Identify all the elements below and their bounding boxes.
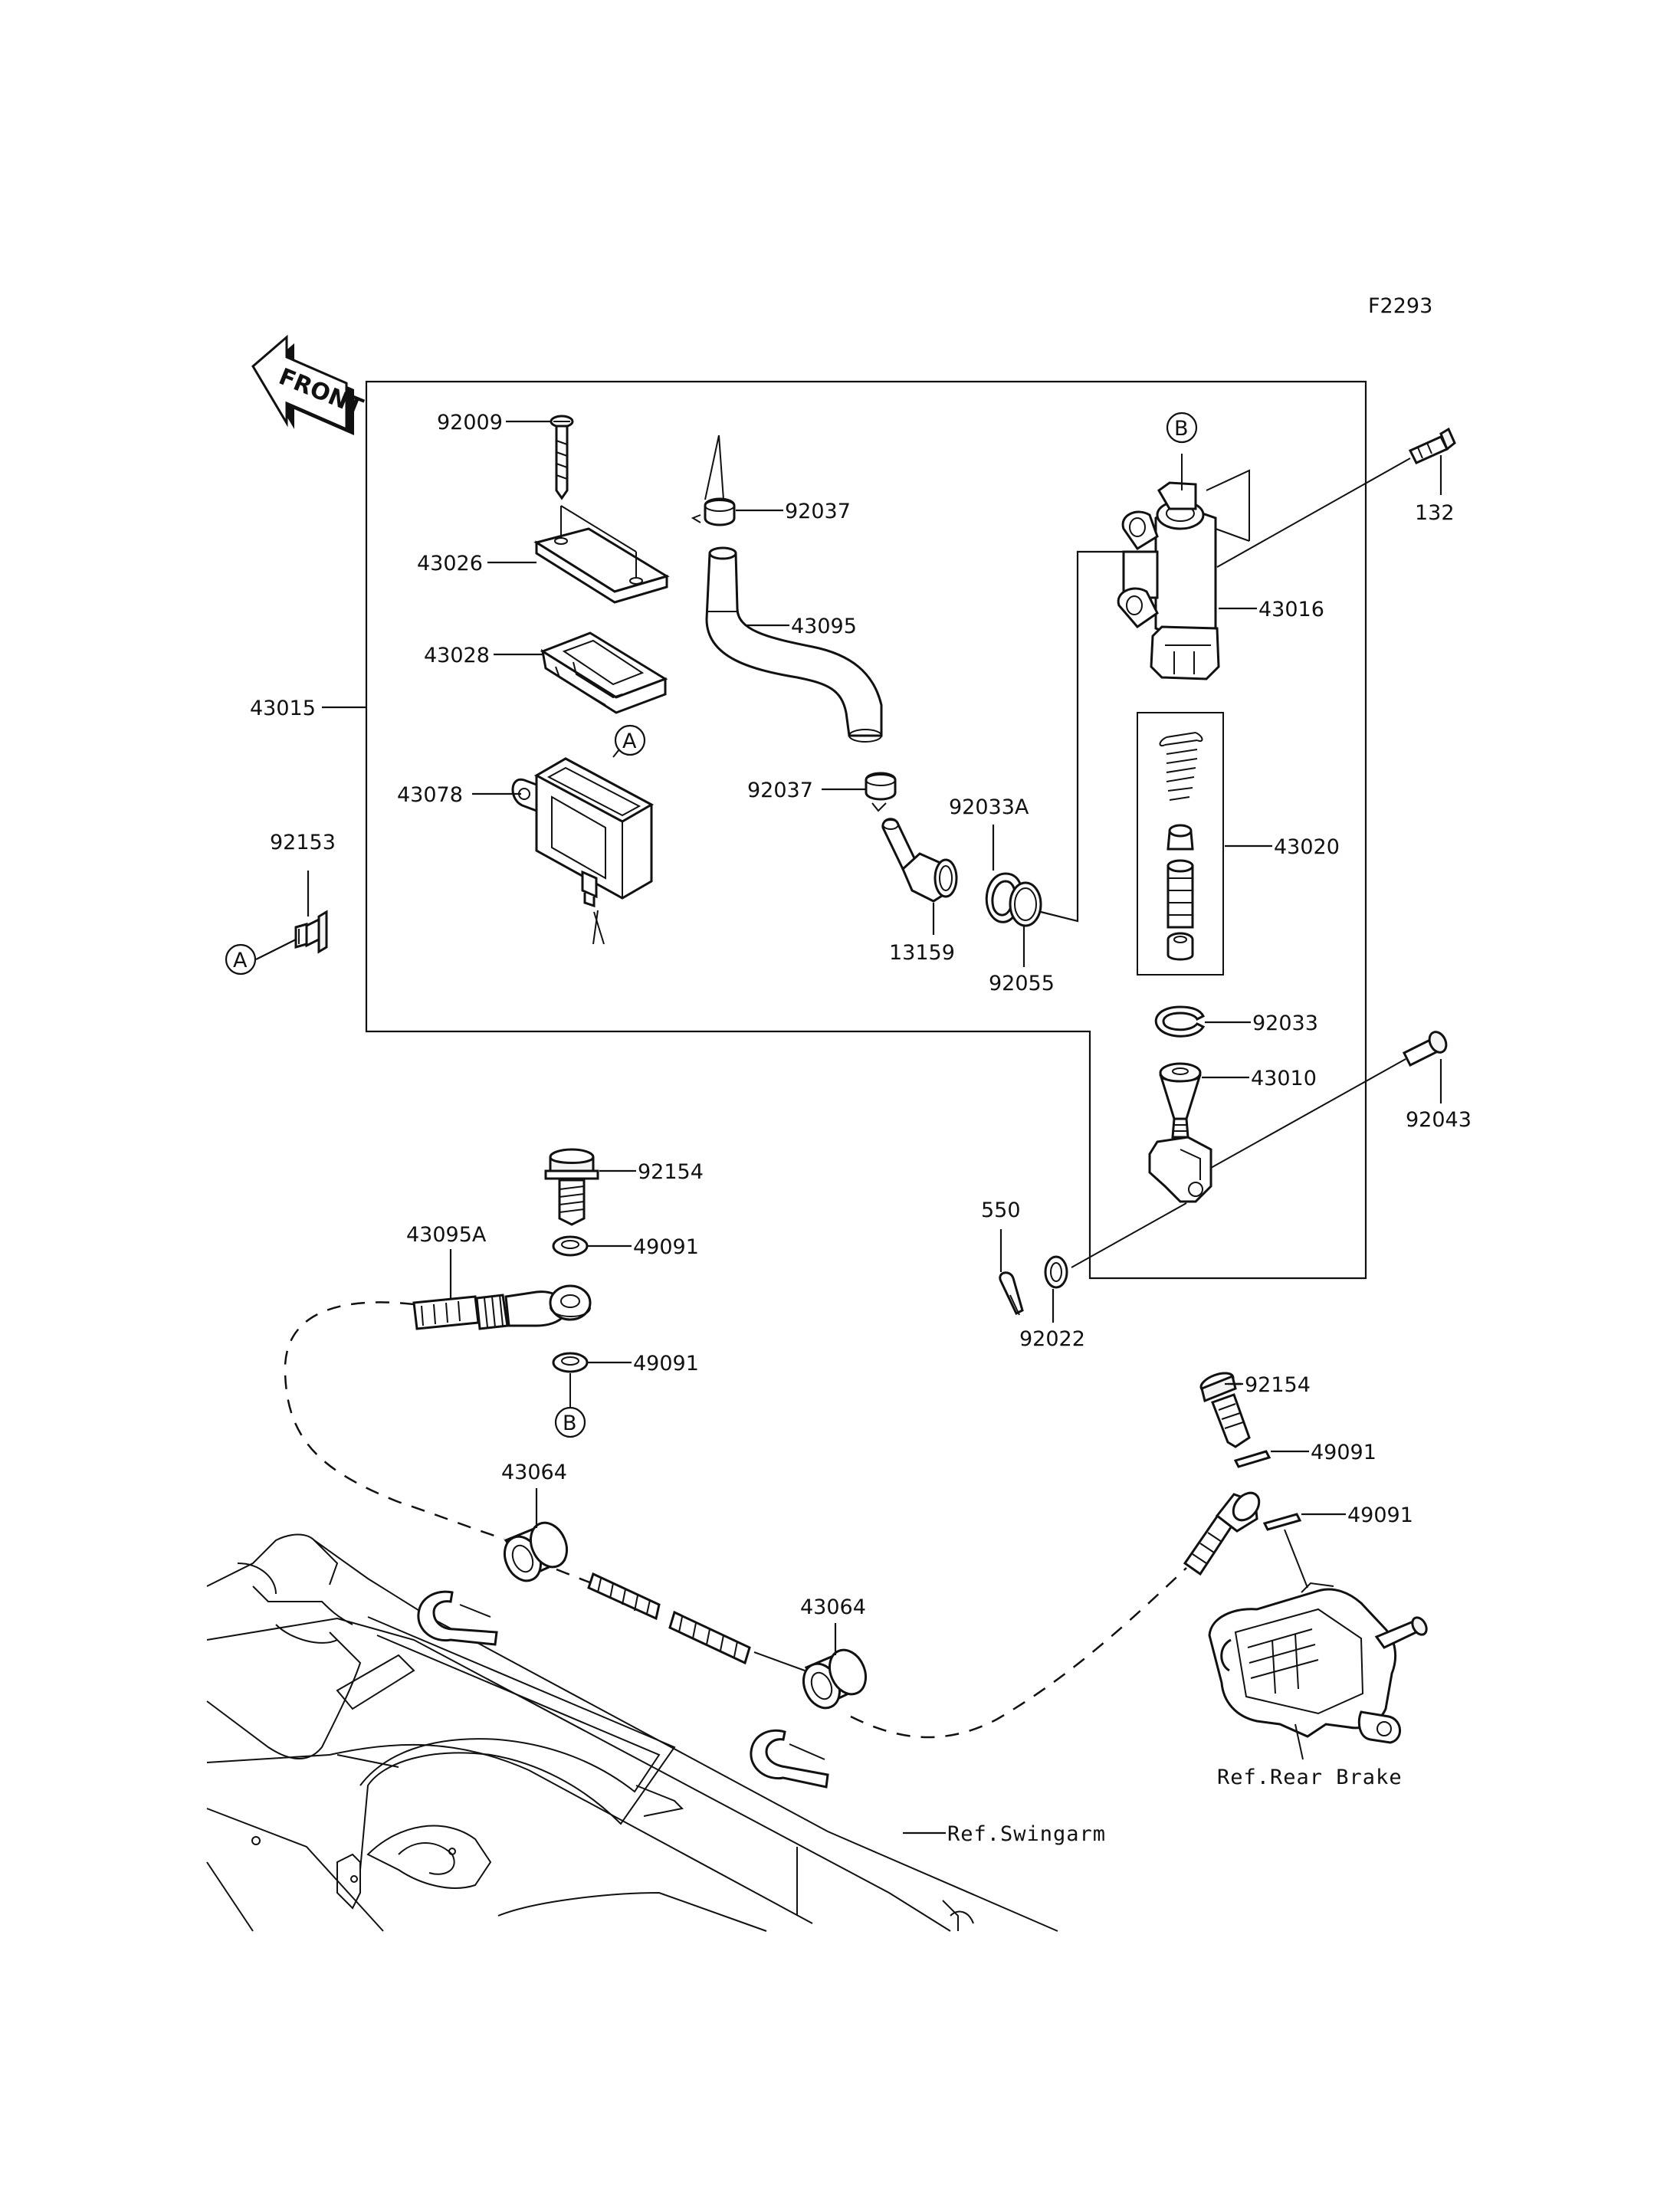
- part-label-550: 550: [981, 1199, 1021, 1222]
- hose-clamp-92037-top: [691, 497, 736, 526]
- part-label-49091-right1: 49091: [1311, 1441, 1376, 1464]
- master-cylinder-43016: [1117, 481, 1220, 680]
- cotter-pin-550: [999, 1271, 1024, 1316]
- part-label-92055: 92055: [989, 972, 1055, 995]
- callout-B-hose: B: [554, 1406, 586, 1438]
- svg-text:B: B: [563, 1412, 577, 1435]
- brake-hose-end-fitting: [1183, 1491, 1261, 1576]
- part-label-132: 132: [1415, 501, 1455, 525]
- part-label-43015: 43015: [250, 697, 316, 720]
- part-label-92037-bottom: 92037: [747, 779, 813, 802]
- washer-92022: [1044, 1255, 1068, 1289]
- screw-92009: [550, 415, 574, 500]
- ref-swingarm-label: Ref.Swingarm: [947, 1822, 1106, 1846]
- part-label-43026: 43026: [417, 552, 483, 575]
- reservoir-hose-43095: [705, 546, 883, 743]
- part-label-43064-left: 43064: [501, 1461, 567, 1484]
- washer-49091-right1: [1233, 1450, 1271, 1468]
- hose-fitting-13159: [881, 818, 958, 903]
- part-label-43078: 43078: [397, 783, 463, 807]
- hose-clip-left: [587, 1572, 661, 1621]
- banjo-bolt-92154-top: [544, 1148, 599, 1226]
- clevis-pin-92043: [1402, 1031, 1448, 1067]
- banjo-bolt-92154-right: [1199, 1372, 1251, 1448]
- part-label-43095: 43095: [791, 615, 857, 638]
- brake-hose-43095A: [412, 1284, 592, 1330]
- hose-clip-right: [668, 1610, 751, 1665]
- part-label-92009: 92009: [437, 411, 503, 434]
- piston-kit-box: [1137, 712, 1224, 976]
- part-label-92154-right: 92154: [1245, 1373, 1311, 1397]
- grommet-43064-left: [503, 1521, 569, 1582]
- hose-clamp-92037-bottom: [865, 772, 897, 812]
- part-label-92022: 92022: [1019, 1327, 1085, 1351]
- hose-guide-right: [750, 1729, 829, 1789]
- figure-code: F2293: [1368, 294, 1432, 318]
- part-label-43016: 43016: [1258, 598, 1324, 621]
- part-label-92153: 92153: [270, 831, 336, 854]
- rear-brake-caliper: [1208, 1582, 1428, 1744]
- swingarm-outline: [206, 1533, 1058, 1932]
- part-label-49091-lower: 49091: [633, 1352, 699, 1376]
- part-label-43028: 43028: [424, 644, 490, 667]
- front-arrow-icon: FRONT: [251, 334, 367, 435]
- callout-B-cylinder: B: [1166, 412, 1198, 444]
- callout-A-bolt: A: [225, 943, 257, 976]
- part-label-49091-right2: 49091: [1347, 1503, 1413, 1527]
- part-label-43064-right: 43064: [800, 1595, 866, 1619]
- piston-kit-43020: [1159, 732, 1203, 961]
- o-ring-92055: [1009, 881, 1042, 927]
- part-label-43020: 43020: [1274, 835, 1340, 859]
- part-label-13159: 13159: [889, 941, 955, 965]
- svg-text:A: A: [233, 949, 248, 972]
- part-label-92033: 92033: [1252, 1012, 1318, 1035]
- hose-route-line: [284, 1301, 505, 1540]
- washer-49091-right2: [1262, 1513, 1302, 1531]
- washer-49091-lower: [552, 1352, 589, 1373]
- washer-49091-upper: [552, 1235, 589, 1257]
- callout-A-reservoir: A: [614, 724, 646, 756]
- bolt-92153: [294, 910, 328, 954]
- part-label-92033A: 92033A: [949, 795, 1029, 819]
- push-rod-43010: [1148, 1062, 1212, 1203]
- ref-rear-brake-label: Ref.Rear Brake: [1217, 1766, 1403, 1789]
- reservoir-43078: [511, 757, 655, 908]
- part-label-43010: 43010: [1251, 1067, 1317, 1090]
- part-label-92043: 92043: [1406, 1108, 1472, 1132]
- diaphragm-43028: [540, 631, 668, 714]
- part-label-92154-top: 92154: [638, 1160, 704, 1184]
- part-label-49091-upper: 49091: [633, 1235, 699, 1259]
- part-label-43095A: 43095A: [406, 1223, 487, 1247]
- svg-text:B: B: [1174, 417, 1189, 441]
- grommet-43064-right: [802, 1648, 868, 1710]
- bolt-132: [1408, 427, 1456, 464]
- assembly-frame: [365, 380, 1367, 1280]
- svg-text:A: A: [622, 730, 637, 753]
- hose-guide-left: [417, 1590, 498, 1646]
- part-label-92037-top: 92037: [785, 500, 851, 523]
- reservoir-cap-43026: [533, 505, 670, 604]
- circlip-92033: [1154, 1005, 1206, 1038]
